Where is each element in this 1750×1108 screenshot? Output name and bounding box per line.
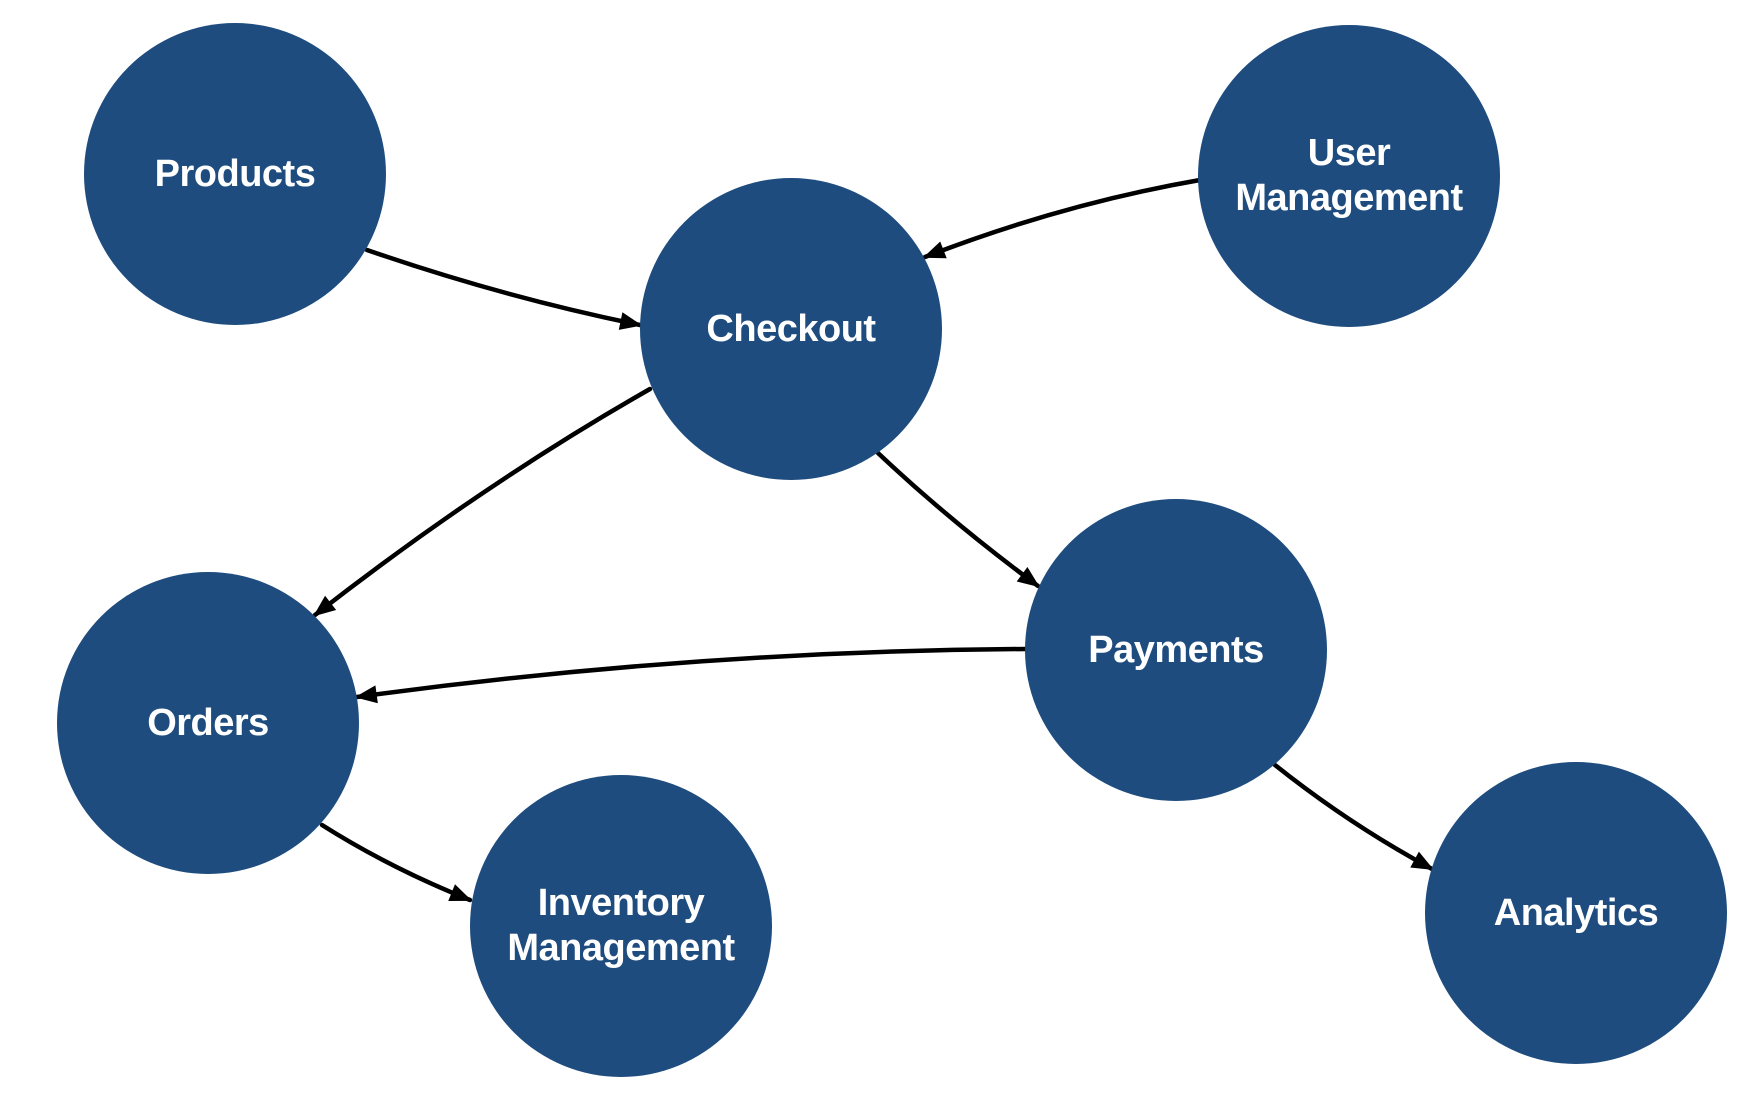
node-label: Payments: [1088, 628, 1264, 671]
node-orders[interactable]: Orders: [57, 572, 359, 874]
node-label: Products: [154, 152, 316, 195]
edge-payments-to-orders: [354, 646, 1029, 704]
node-label: Analytics: [1493, 891, 1659, 934]
edge-products-to-checkout: [364, 247, 643, 330]
node-label: Checkout: [706, 307, 876, 350]
node-products[interactable]: Products: [84, 23, 386, 325]
node-inventory-management[interactable]: Inventory Management: [470, 775, 772, 1077]
node-checkout[interactable]: Checkout: [640, 178, 942, 480]
edge-checkout-to-payments: [875, 450, 1041, 589]
edge-payments-to-analytics: [1272, 762, 1435, 872]
node-label: Inventory Management: [507, 882, 735, 969]
node-user-management[interactable]: User Management: [1198, 25, 1500, 327]
edge-checkout-to-orders: [312, 386, 653, 618]
node-analytics[interactable]: Analytics: [1425, 762, 1727, 1064]
node-payments[interactable]: Payments: [1025, 499, 1327, 801]
node-label: Orders: [147, 701, 269, 744]
node-label: User Management: [1235, 132, 1463, 219]
edge-user-management-to-checkout: [922, 177, 1203, 260]
edge-orders-to-inventory-management: [319, 822, 473, 903]
